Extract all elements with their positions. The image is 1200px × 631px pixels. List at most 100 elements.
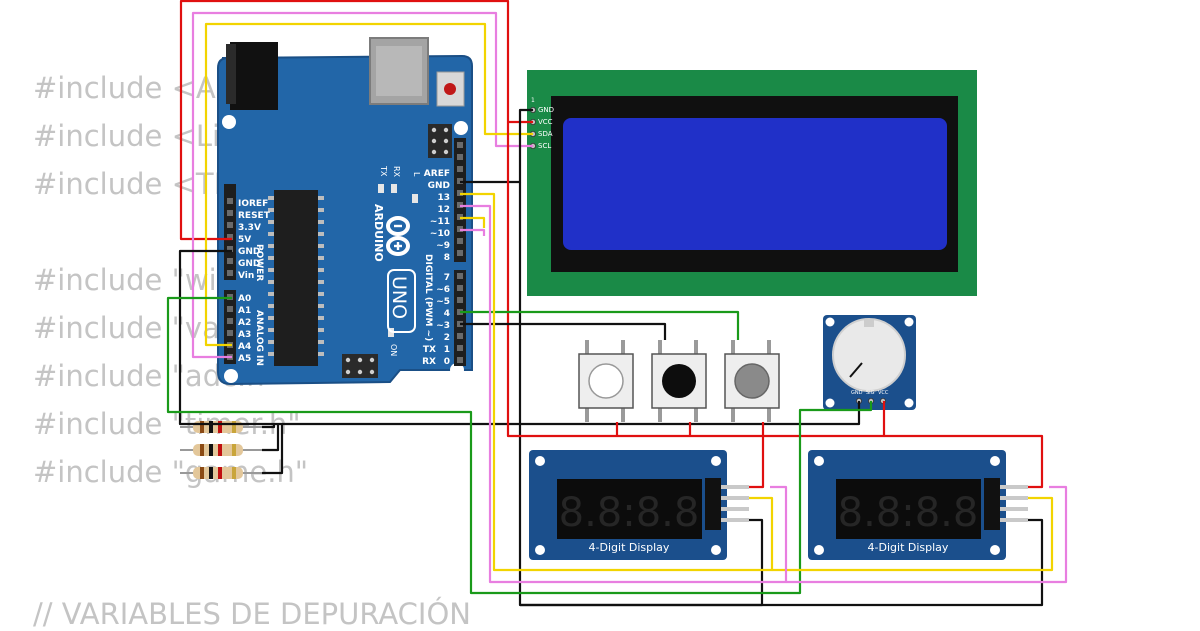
wire-gnd-bus xyxy=(518,182,1044,607)
wire-d12-left-display xyxy=(460,204,788,584)
wire-vcc-right-display xyxy=(884,434,1044,489)
pin-reset-label: RESET xyxy=(238,211,271,221)
wire-res1 xyxy=(262,424,276,429)
wire-d10 xyxy=(460,228,486,236)
pot-pin-vcc-label: VCC xyxy=(878,390,889,396)
pin-ioref-label: IOREF xyxy=(238,199,268,209)
pin-d12-label: 12 xyxy=(437,205,450,215)
wire-res3 xyxy=(262,424,284,475)
wire-d13-right-display xyxy=(772,496,1054,572)
pin-gnd1-label: GND xyxy=(238,247,260,257)
wire-5v-lcd-vcc xyxy=(179,0,533,241)
pin-5v-label: 5V xyxy=(238,235,251,245)
mounting-hole-icon xyxy=(224,369,238,383)
pot-pin-sig-label: SIG xyxy=(866,390,875,396)
push-button-black[interactable] xyxy=(651,340,707,422)
pin-d7-label: 7 xyxy=(444,273,450,283)
pin-d6-label: ~6 xyxy=(436,285,450,295)
wire-res2 xyxy=(262,424,280,452)
pin-a0-label: A0 xyxy=(238,294,251,304)
lcd-screen xyxy=(563,118,947,250)
power-header xyxy=(224,184,236,280)
pin-gnd2-label: GND xyxy=(238,259,260,269)
display-pin-header xyxy=(705,478,721,530)
tx-led-label: TX xyxy=(379,165,388,177)
pin-a5-label: A5 xyxy=(238,354,251,364)
resistor-1 xyxy=(180,421,262,433)
wire-vcc-left-display xyxy=(749,436,765,489)
button-cap-black-icon xyxy=(662,364,696,398)
mounting-hole-icon xyxy=(222,115,236,129)
pin-d11-label: ~11 xyxy=(430,217,450,227)
wire-d11 xyxy=(460,216,486,228)
icsp-header xyxy=(428,124,452,158)
code-line-6: #include "adc.h" xyxy=(33,359,278,393)
pin-d5-label: ~5 xyxy=(436,297,450,307)
button-cap-white-icon xyxy=(588,363,624,399)
wire-a4-lcd-sda xyxy=(204,22,533,347)
wire-gnd-resistors xyxy=(178,249,861,426)
display-pin-header xyxy=(984,478,1000,530)
digital-section-label: DIGITAL (PWM ~) xyxy=(423,254,433,341)
wire-gnd-left-display xyxy=(520,518,764,607)
wire-vcc-buttons xyxy=(506,122,886,438)
pin-d4-label: 4 xyxy=(444,309,450,319)
chip-pins xyxy=(268,196,324,356)
pin-d10-label: ~10 xyxy=(430,229,450,239)
resistor-3 xyxy=(180,467,262,479)
pin-d1-label: 1 xyxy=(444,345,450,355)
four-digit-display-right[interactable]: 8.8:8.8 4-Digit Display xyxy=(808,450,1028,560)
pin-d2-label: 2 xyxy=(444,333,450,343)
push-button-white[interactable] xyxy=(578,340,634,422)
push-button-gray[interactable] xyxy=(724,340,780,422)
lcd-module[interactable]: 1 GND VCC SDA SCL xyxy=(527,70,977,296)
pin-gnd-digital-label: GND xyxy=(428,181,450,191)
pin-aref-label: AREF xyxy=(424,169,450,179)
pot-pin-gnd-label: GND xyxy=(851,390,863,396)
analog-header xyxy=(224,290,236,364)
arduino-brand-text: ARDUINO xyxy=(372,204,385,262)
four-digit-display-left[interactable]: 8.8:8.8 4-Digit Display xyxy=(529,450,749,560)
pin-rx-label: RX xyxy=(422,357,436,367)
pin-d13-label: 13 xyxy=(437,193,450,203)
pin-a2-label: A2 xyxy=(238,318,251,328)
wire-d3-button xyxy=(460,322,667,340)
dc-power-jack xyxy=(230,42,278,110)
wire-a5-lcd-scl xyxy=(191,11,533,359)
potentiometer-module[interactable]: GND SIG VCC xyxy=(823,315,916,410)
mounting-hole-icon xyxy=(450,363,464,377)
wire-pot-sig-a0 xyxy=(166,296,873,595)
reset-button-cap-icon xyxy=(444,83,456,95)
lcd-pin-gnd: GND xyxy=(538,106,554,114)
uno-model-text: UNO xyxy=(388,276,410,319)
pin-a3-label: A3 xyxy=(238,330,251,340)
icsp-header-2 xyxy=(342,354,378,378)
display-segments-area xyxy=(557,479,702,539)
mounting-hole-icon xyxy=(454,121,468,135)
arduino-logo-icon xyxy=(386,216,410,256)
l-led xyxy=(412,194,418,203)
pin-a4-label: A4 xyxy=(238,342,251,352)
code-line-9: // VARIABLES DE DEPURACIÓN xyxy=(33,597,471,631)
resistor-2 xyxy=(180,444,262,456)
wire-d13-left-display xyxy=(460,192,774,572)
pot-knob-icon[interactable] xyxy=(832,318,906,392)
display-digits: 8.8:8.8 xyxy=(838,490,979,536)
display-segments-area xyxy=(836,479,981,539)
pin-d0-label: 0 xyxy=(444,357,450,367)
wires xyxy=(166,0,1068,607)
lcd-pin-sda: SDA xyxy=(538,130,553,138)
pin-a1-label: A1 xyxy=(238,306,251,316)
arduino-uno-board[interactable]: TX RX L ON ARDUINO UNO IOREF RESET 3.3V … xyxy=(217,37,473,386)
lcd-pin-vcc: VCC xyxy=(538,118,553,126)
code-line-5: #include "va xyxy=(33,311,220,345)
rx-led-label: RX xyxy=(392,166,401,178)
button-cap-gray-icon xyxy=(734,363,770,399)
wire-d4-button xyxy=(460,310,740,340)
digital-header-low xyxy=(454,270,466,366)
pin-vin-label: Vin xyxy=(238,271,254,281)
analog-in-section-label: ANALOG IN xyxy=(254,310,264,366)
wire-gnd-lcd-gnd xyxy=(460,108,533,184)
on-led xyxy=(388,328,394,337)
